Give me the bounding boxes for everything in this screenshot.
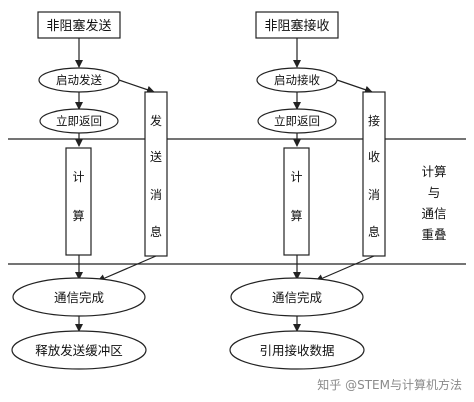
overlap-line-2: 与 <box>428 185 441 200</box>
left-message-char-4: 息 <box>150 224 162 239</box>
right-message-char-4: 息 <box>368 224 380 239</box>
left-complete-label: 通信完成 <box>54 290 104 305</box>
right-message-char-3: 消 <box>368 188 380 202</box>
left-flow: 非阻塞发送 启动发送 立即返回 计 算 发 送 消 息 通信完成 释放发送缓冲区 <box>11 11 168 370</box>
left-compute-char-2: 算 <box>72 208 84 223</box>
right-flow: 非阻塞接收 启动接收 立即返回 计 算 接 收 消 息 通信完成 引用接收数据 <box>229 11 386 370</box>
right-title: 非阻塞接收 <box>264 18 329 34</box>
left-release-node <box>11 330 147 370</box>
right-compute-char-1: 计 <box>290 170 302 184</box>
right-compute-char-2: 算 <box>290 208 302 223</box>
overlap-note: 计算 与 通信 重叠 <box>421 164 446 242</box>
right-start-label: 启动接收 <box>274 73 320 87</box>
right-release-node <box>229 330 365 370</box>
right-complete-label: 通信完成 <box>272 290 322 305</box>
watermark: 知乎 @STEM与计算机方法 <box>317 377 462 392</box>
left-message-char-3: 消 <box>150 188 162 202</box>
overlap-line-1: 计算 <box>421 164 446 179</box>
right-compute-box <box>283 147 310 256</box>
left-compute-char-1: 计 <box>72 170 84 184</box>
overlap-line-3: 通信 <box>421 206 446 221</box>
left-compute-box <box>65 147 92 256</box>
left-release-label: 释放发送缓冲区 <box>35 343 123 358</box>
left-title: 非阻塞发送 <box>46 18 111 34</box>
left-message-char-1: 发 <box>150 113 162 128</box>
right-message-char-1: 接 <box>368 113 380 128</box>
left-title-box <box>37 11 121 39</box>
right-release-label: 引用接收数据 <box>259 343 334 358</box>
right-message-char-2: 收 <box>368 150 380 164</box>
left-start-label: 启动发送 <box>56 73 102 87</box>
right-return-label: 立即返回 <box>274 114 320 128</box>
left-message-char-2: 送 <box>150 149 162 164</box>
left-return-label: 立即返回 <box>56 114 102 128</box>
overlap-line-4: 重叠 <box>421 227 446 242</box>
